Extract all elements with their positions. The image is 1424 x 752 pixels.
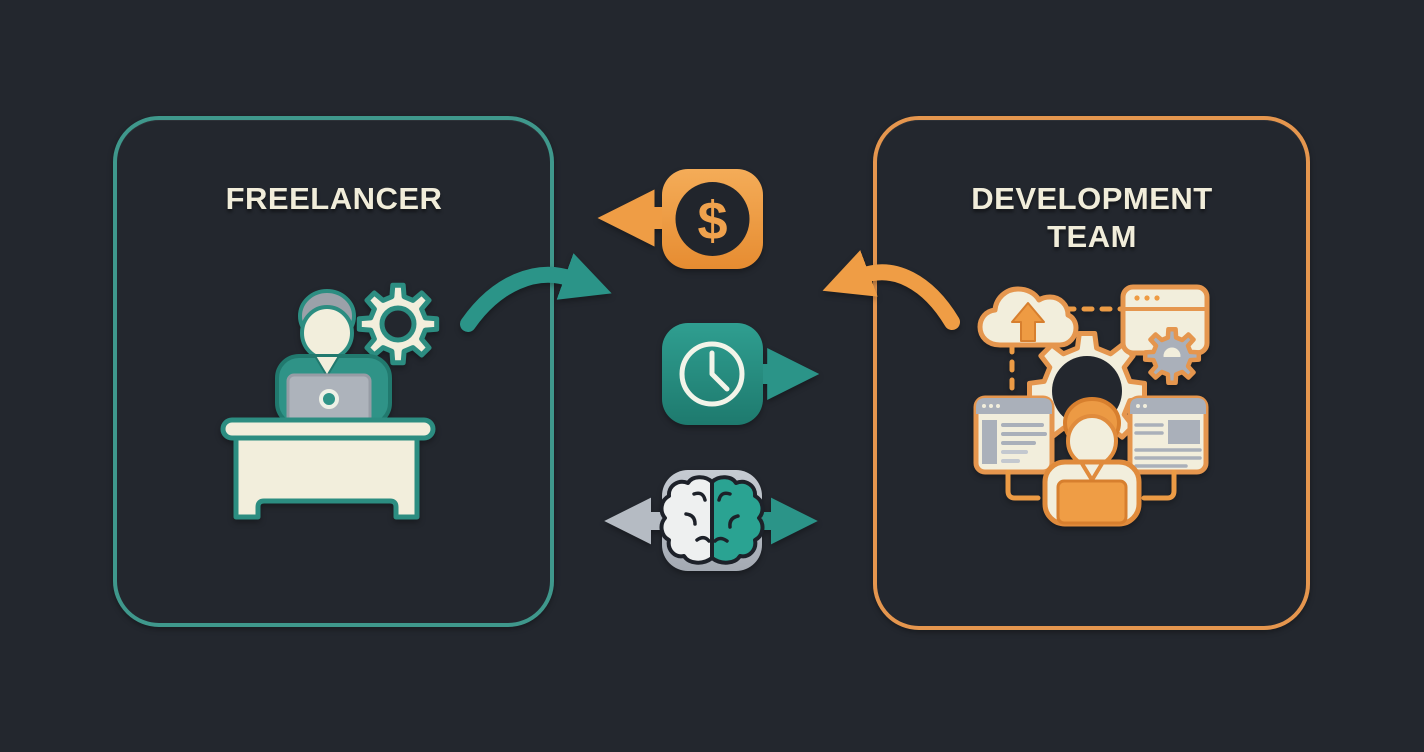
freelancer-box [113, 116, 554, 627]
development-team-title: DEVELOPMENT TEAM [875, 180, 1309, 256]
freelancer-avatar [275, 289, 392, 427]
dashed-connectors [1009, 306, 1127, 403]
collar [313, 355, 341, 378]
dollar-sign: $ [697, 191, 727, 251]
upload-arrow-icon [1011, 302, 1045, 342]
freelancer-at-desk-icon [220, 282, 440, 520]
developer-avatar [1042, 397, 1142, 527]
knowledge-exchange-icon [604, 470, 818, 571]
team-to-freelancer-arrow [822, 250, 960, 330]
money-transfer-icon: $ [597, 169, 763, 269]
gear-icon [356, 282, 440, 366]
development-team-title-line2: TEAM [1047, 219, 1137, 254]
brain-icon [659, 475, 765, 565]
development-team-box [873, 116, 1310, 630]
time-investment-icon [662, 323, 820, 425]
cloud-upload-icon [977, 286, 1079, 348]
freelancer-title: FREELANCER [225, 181, 443, 216]
settings-gear-icon [1142, 326, 1202, 386]
face [1066, 414, 1118, 468]
clock-icon [679, 341, 745, 407]
freelancer-to-team-arrow [460, 253, 612, 332]
laptop-logo [319, 389, 339, 409]
desk [220, 417, 436, 520]
browser-window-left-icon [973, 395, 1055, 475]
browser-window-right-icon [1127, 395, 1209, 475]
team-collaboration-icon [973, 284, 1210, 527]
dollar-coin-icon [675, 182, 750, 256]
laptop-icon [1056, 479, 1128, 525]
face [300, 305, 354, 361]
avatar-connectors [1005, 469, 1177, 501]
development-team-title-line1: DEVELOPMENT [971, 181, 1213, 216]
